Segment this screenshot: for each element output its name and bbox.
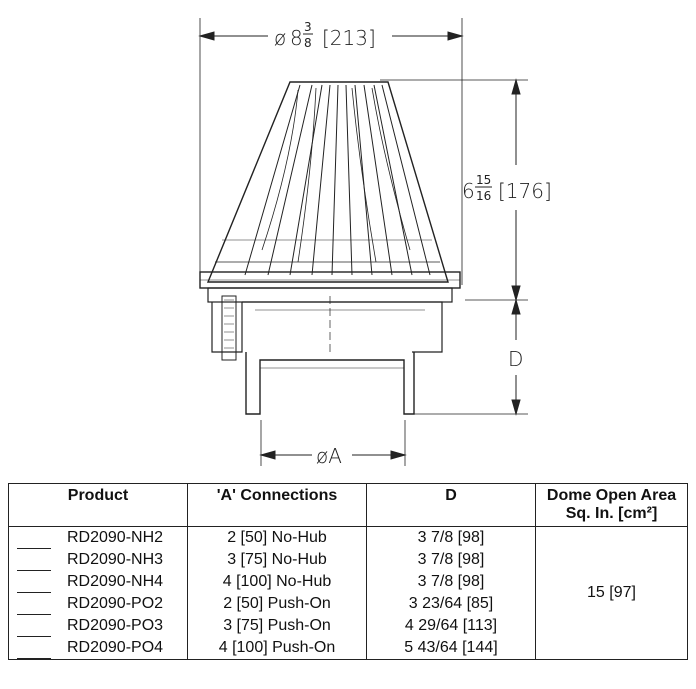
- height-label: 6 15 16 [176]: [462, 173, 552, 203]
- dome-diameter-symbol: ø: [274, 26, 286, 50]
- connection-cell: 2 [50] No-Hub: [187, 526, 367, 549]
- connection-cell: 3 [75] No-Hub: [187, 549, 367, 571]
- dome-diameter-metric: [213]: [322, 26, 376, 50]
- d-cell: 5 43/64 [144]: [366, 637, 536, 660]
- product-table: Product 'A' Connections D Dome Open Area…: [8, 483, 688, 660]
- height-num: 15: [476, 173, 491, 187]
- table-row: RD2090-PO2 2 [50] Push-On 3 23/64 [85]: [8, 593, 688, 615]
- table-row: RD2090-NH2 2 [50] No-Hub 3 7/8 [98] 15 […: [8, 526, 688, 660]
- a-dimension-label: øA: [316, 444, 342, 468]
- d-dimension-label: D: [508, 347, 523, 371]
- connection-cell: 3 [75] Push-On: [187, 615, 367, 637]
- product-cell: RD2090-NH3: [8, 549, 188, 571]
- order-blank: [17, 600, 51, 615]
- order-blank: [17, 622, 51, 637]
- dome-diameter-label: ø 8 3 8 [213]: [274, 20, 376, 50]
- table-row: RD2090-NH4 4 [100] No-Hub 3 7/8 [98]: [8, 571, 688, 593]
- header-area: Dome Open Area Sq. In. [cm²]: [535, 483, 688, 527]
- area-cell: 15 [97]: [535, 526, 688, 660]
- roof-drain-drawing: ø 8 3 8 [213] 6 15 16 [176] D øA: [198, 18, 552, 468]
- header-d: D: [366, 483, 536, 527]
- height-whole: 6: [462, 179, 475, 203]
- d-cell: 3 7/8 [98]: [366, 571, 536, 593]
- header-product: Product: [8, 483, 188, 527]
- dome-diameter-num: 3: [304, 20, 312, 34]
- product-cell: RD2090-PO2: [8, 593, 188, 615]
- d-cell: 4 29/64 [113]: [366, 615, 536, 637]
- dome-diameter-den: 8: [304, 36, 312, 50]
- header-area-line1: Dome Open Area: [546, 487, 677, 504]
- d-cell: 3 23/64 [85]: [366, 593, 536, 615]
- table-header-row: Product 'A' Connections D Dome Open Area…: [8, 483, 688, 527]
- product-cell: RD2090-NH4: [8, 571, 188, 593]
- header-connections: 'A' Connections: [187, 483, 367, 527]
- height-den: 16: [476, 189, 491, 203]
- order-blank: [17, 578, 51, 593]
- height-metric: [176]: [498, 179, 552, 203]
- table-row: RD2090-NH3 3 [75] No-Hub 3 7/8 [98]: [8, 549, 688, 571]
- table-row: RD2090-PO3 3 [75] Push-On 4 29/64 [113]: [8, 615, 688, 637]
- product-cell: RD2090-PO4: [8, 637, 188, 660]
- table-row: RD2090-PO4 4 [100] Push-On 5 43/64 [144]: [8, 637, 688, 660]
- order-blank: [17, 644, 51, 659]
- header-area-line2: Sq. In. [cm²]: [565, 505, 658, 522]
- connection-cell: 2 [50] Push-On: [187, 593, 367, 615]
- product-cell: RD2090-PO3: [8, 615, 188, 637]
- order-blank: [17, 534, 51, 549]
- order-blank: [17, 556, 51, 571]
- dome-diameter-whole: 8: [290, 26, 303, 50]
- product-cell: RD2090-NH2: [8, 526, 188, 549]
- connection-cell: 4 [100] No-Hub: [187, 571, 367, 593]
- d-cell: 3 7/8 [98]: [366, 549, 536, 571]
- connection-cell: 4 [100] Push-On: [187, 637, 367, 660]
- d-cell: 3 7/8 [98]: [366, 526, 536, 549]
